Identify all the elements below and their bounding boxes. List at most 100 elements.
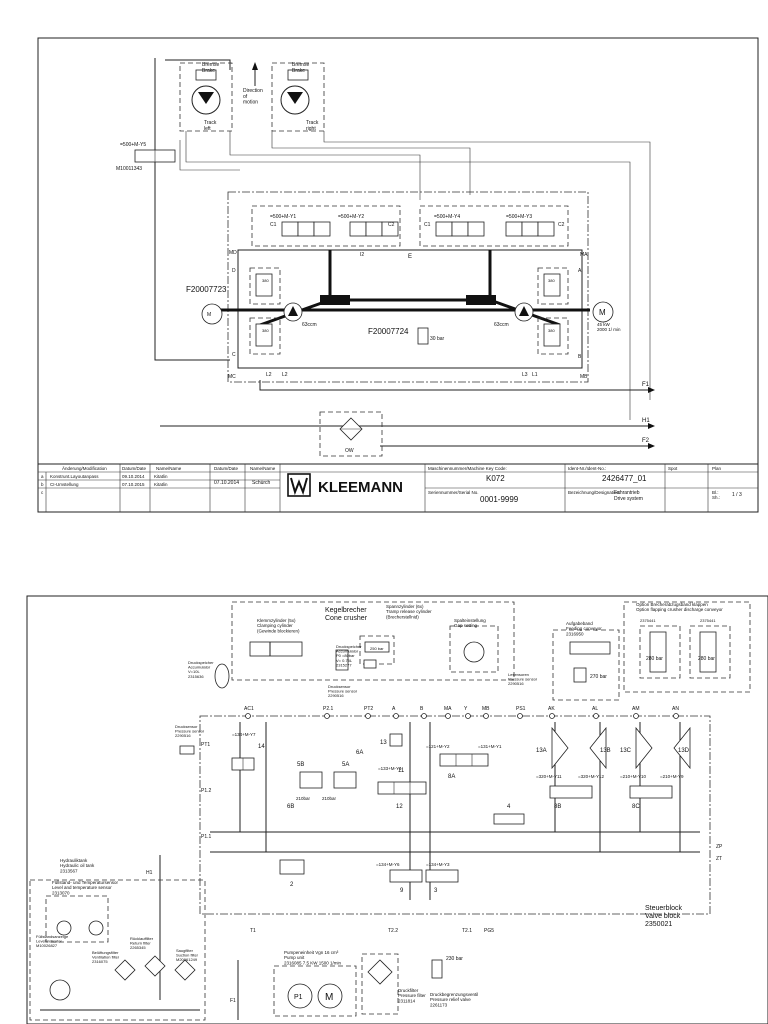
relief-blocks-left: 380 380 bbox=[249, 267, 281, 355]
port-L2b: L2 bbox=[282, 372, 288, 378]
tramp-250bar: 250 bar bbox=[370, 646, 384, 651]
top-port-marker bbox=[393, 713, 399, 719]
top-port-marker bbox=[365, 713, 371, 719]
port-T2.1: T2.1 bbox=[462, 928, 472, 934]
relief-30bar-label: 30 bar bbox=[430, 336, 445, 342]
valve-13: 13 bbox=[380, 733, 403, 747]
port-D: D bbox=[232, 268, 236, 274]
filter-ow: OW bbox=[319, 411, 383, 457]
title-block: Änderung/Modification Datum/Date Name/Na… bbox=[37, 463, 759, 513]
option-part-b: 2375441 bbox=[700, 618, 716, 623]
pump-right: 63ccm bbox=[494, 302, 534, 328]
valve-6a: 6A bbox=[356, 750, 363, 756]
top-port-marker bbox=[421, 713, 427, 719]
port-I2: I2 bbox=[360, 252, 364, 258]
left-lines: H1 F1 bbox=[146, 870, 239, 1020]
valve-6b-id: 6B bbox=[287, 804, 294, 810]
line-F1: F1 bbox=[642, 382, 650, 388]
valve-label-y4: =500+M-Y4 bbox=[434, 214, 460, 220]
port-E: E bbox=[408, 254, 412, 260]
top-port-marker bbox=[633, 713, 639, 719]
valve-label-y3: =500+M-Y3 bbox=[506, 214, 532, 220]
port-PG5: PG5 bbox=[484, 928, 494, 934]
valve-2-id: 2 bbox=[290, 882, 294, 888]
tb-row-a-date: 09.10.2014 bbox=[122, 474, 145, 479]
valve-13c-id: 13C bbox=[620, 748, 632, 754]
top-port-label: MA bbox=[444, 706, 452, 712]
actuator-right bbox=[466, 295, 496, 305]
port-MA: MA bbox=[580, 252, 588, 258]
solenoid-y5-label: =500+M-Y5 bbox=[120, 142, 146, 148]
sheet-2-border bbox=[26, 595, 768, 1024]
valve-5a-id: 5A bbox=[342, 762, 349, 768]
tramp-cylinder bbox=[359, 635, 395, 665]
relief-blocks-right: 380 380 bbox=[537, 267, 569, 355]
valve-14-id: 14 bbox=[258, 744, 265, 750]
top-port-marker bbox=[324, 713, 330, 719]
top-port-marker bbox=[593, 713, 599, 719]
solenoid-y10: =210+M-Y10 bbox=[620, 774, 647, 779]
tb-sheet-hdr: Bl.:Sh.: bbox=[712, 490, 720, 500]
relief-30bar: 30 bar bbox=[417, 327, 445, 345]
port-L2a: L2 bbox=[266, 372, 272, 378]
solenoid-y5-part: M10011343 bbox=[116, 166, 142, 172]
solenoid-y12: =320+M-Y12 bbox=[578, 774, 605, 779]
pump-P1: P1 bbox=[294, 994, 303, 1001]
tb-row-b-date: 07.10.2015 bbox=[122, 482, 145, 487]
bottom-ports: T2.2 T2.1 PG5 230 bar bbox=[388, 928, 494, 962]
tb-row-b-idx: b bbox=[41, 482, 44, 487]
tb-drawn-date: 07.10.2014 bbox=[214, 480, 239, 486]
tb-ident-hdr: Ident-Nr./Ident-No.: bbox=[568, 466, 606, 471]
top-port-marker bbox=[517, 713, 523, 719]
top-port-label: AC1 bbox=[244, 706, 254, 712]
port-c2-left: C2 bbox=[388, 222, 395, 228]
relief-380-c: 380 bbox=[548, 278, 555, 283]
solenoid-y6b: =134+M-Y6 bbox=[376, 862, 400, 867]
solenoid-y3: =134+M-Y3 bbox=[426, 862, 450, 867]
valve-label-y1: =500+M-Y1 bbox=[270, 214, 296, 220]
line-H1: H1 bbox=[642, 418, 650, 424]
return-lines: F1 H1 F2 bbox=[160, 380, 655, 449]
valve-8b-id: 8B bbox=[554, 804, 561, 810]
kleemann-logo: KLEEMANN bbox=[287, 473, 403, 497]
tb-row-a-idx: a bbox=[41, 474, 44, 479]
valve-9-3: 9 3 =134+M-Y6 =134+M-Y3 bbox=[376, 862, 459, 894]
gap-setting bbox=[449, 625, 499, 673]
tb-desig-hdr: Bezeichnung/Designation: bbox=[568, 490, 620, 495]
valve-5b-id: 5B bbox=[297, 762, 304, 768]
valve-spools-left bbox=[281, 221, 399, 237]
top-port-label: A bbox=[392, 706, 396, 712]
pump-right-cc: 63ccm bbox=[494, 322, 509, 328]
option-280bar-b: 280 bar bbox=[698, 656, 715, 662]
valve-5a-bar: 210bar bbox=[322, 796, 337, 801]
port-P1.1: P1.1 bbox=[201, 834, 212, 840]
top-port-label: AL bbox=[592, 706, 598, 712]
tb-date-hdr: Datum/Date bbox=[122, 466, 147, 471]
valve-6b: 6B bbox=[287, 804, 294, 810]
part-label-center: F20007724 bbox=[368, 327, 409, 336]
port-P1.2: P1.2 bbox=[201, 788, 212, 794]
tb-spot-hdr: Spot bbox=[668, 466, 678, 471]
valve-3-id: 3 bbox=[434, 888, 438, 894]
tb-drawn-name: Schürch bbox=[252, 480, 271, 486]
port-T2.2: T2.2 bbox=[388, 928, 398, 934]
valve-13a-id: 13A bbox=[536, 748, 547, 754]
solenoid-y1: =131+M-Y1 bbox=[478, 744, 502, 749]
top-port-label: AM bbox=[632, 706, 640, 712]
